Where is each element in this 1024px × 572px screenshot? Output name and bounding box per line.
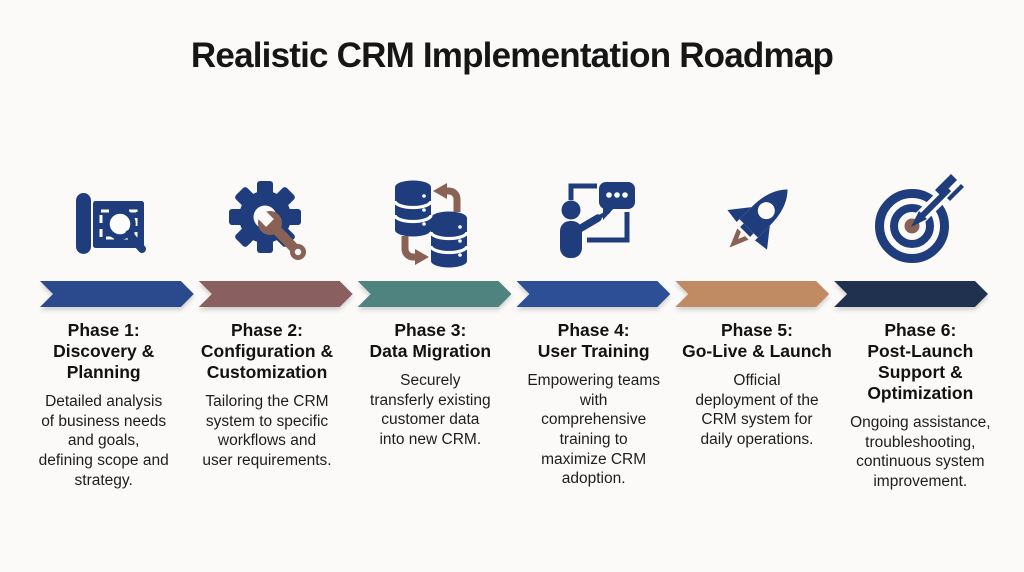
arrow-segment-phase-1: [40, 281, 194, 307]
phase-6-description: Ongoing assistance, troubleshooting, con…: [850, 414, 991, 491]
phase-4-heading: Phase 4: User Training: [537, 320, 650, 361]
phase-1-column: Phase 1: Discovery & Planning Detailed a…: [22, 320, 185, 492]
phase-2-heading: Phase 2: Configuration & Customization: [200, 320, 334, 382]
phase-6-column: Phase 6: Post-Launch Support & Optimizat…: [839, 320, 1002, 492]
database-transfer-icon: [393, 180, 469, 268]
phase-text-row: Phase 1: Discovery & Planning Detailed a…: [22, 320, 1002, 492]
phase-3-description: Securely transferly existing customer da…: [370, 372, 491, 449]
phase-5-column: Phase 5: Go-Live & Launch Official deplo…: [675, 320, 838, 492]
trainer-presentation-icon: [560, 182, 635, 258]
target-arrow-icon: [875, 174, 964, 263]
arrow-band: [40, 281, 988, 307]
phase-4-column: Phase 4: User Training Empowering teams …: [512, 320, 675, 492]
phase-6-heading: Phase 6: Post-Launch Support & Optimizat…: [867, 320, 974, 403]
blueprint-magnifier-icon: [76, 193, 146, 254]
arrow-segment-phase-6: [834, 281, 988, 307]
page-title: Realistic CRM Implementation Roadmap: [190, 36, 834, 75]
phase-4-description: Empowering teams with comprehensive trai…: [527, 372, 660, 488]
rocket-icon: [727, 189, 788, 250]
phase-2-description: Tailoring the CRM system to specific wor…: [202, 393, 332, 470]
phase-4-icon-cell: [512, 166, 674, 274]
phase-1-icon-cell: [26, 166, 188, 274]
phase-3-icon-cell: [350, 166, 512, 274]
phase-2-icon-cell: [188, 166, 350, 274]
arrow-segment-phase-4: [516, 281, 670, 307]
gear-wrench-icon: [229, 181, 306, 260]
phase-5-description: Official deployment of the CRM system fo…: [695, 372, 819, 449]
arrow-segment-phase-3: [358, 281, 512, 307]
phase-1-description: Detailed analysis of business needs and …: [38, 393, 169, 489]
phase-3-heading: Phase 3: Data Migration: [369, 320, 492, 361]
phase-6-icon-cell: [836, 166, 998, 274]
phase-5-heading: Phase 5: Go-Live & Launch: [682, 320, 832, 361]
phase-5-icon-cell: [674, 166, 836, 274]
arrow-segment-phase-2: [199, 281, 353, 307]
phase-3-column: Phase 3: Data Migration Securely transfe…: [349, 320, 512, 492]
phase-1-heading: Phase 1: Discovery & Planning: [53, 320, 155, 382]
phase-2-column: Phase 2: Configuration & Customization T…: [185, 320, 348, 492]
icons-row: [26, 166, 998, 274]
arrow-segment-phase-5: [675, 281, 829, 307]
